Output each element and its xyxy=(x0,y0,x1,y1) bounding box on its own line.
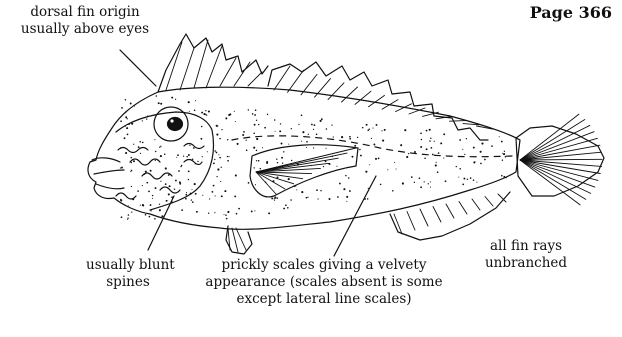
soft-dorsal-rays xyxy=(274,66,493,129)
scales-leader xyxy=(334,176,376,256)
anal-rays xyxy=(394,194,506,234)
head-spines xyxy=(116,144,204,200)
dorsal-fin-leader xyxy=(120,50,156,86)
fish-body-outline xyxy=(88,87,520,229)
lateral-line xyxy=(232,136,512,157)
spiny-dorsal-fin xyxy=(158,34,268,92)
mouth xyxy=(92,158,124,189)
spiny-dorsal-rays xyxy=(166,40,262,90)
anal-fin xyxy=(390,192,510,240)
spines-leader xyxy=(148,196,174,250)
pupil xyxy=(168,118,183,131)
pectoral-rays xyxy=(256,148,356,194)
